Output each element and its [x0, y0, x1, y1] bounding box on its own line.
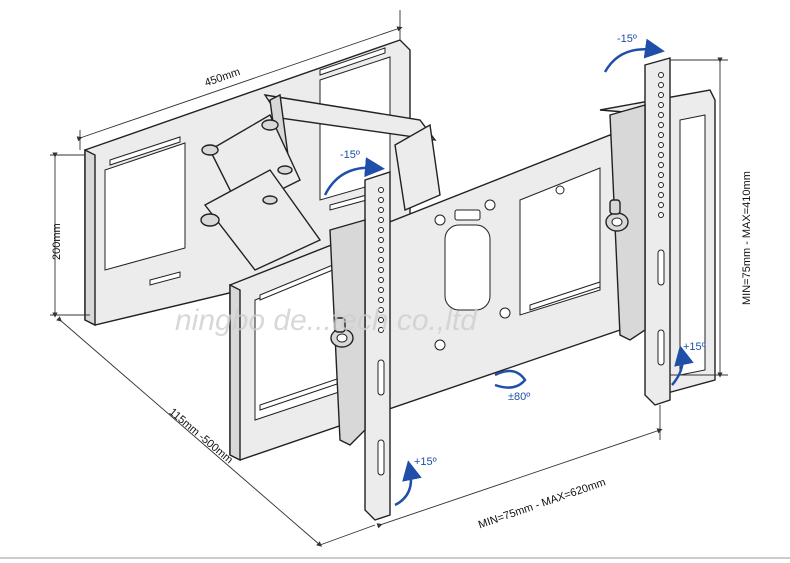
angle-tilt-top-right: -15º: [617, 33, 637, 45]
right-vertical-bracket: [605, 57, 671, 406]
label-height-wall: 200mm: [51, 223, 63, 260]
tilt-arrows: [323, 38, 694, 507]
right-bracket-holes: [657, 72, 665, 366]
angle-tilt-bottom-right: +15º: [683, 341, 706, 353]
angle-rotation: ±80º: [508, 391, 530, 403]
watermark: ningbo de...tech co.,ltd: [175, 304, 478, 337]
label-vertical-vesa: MIN=75mm - MAX=410mm: [741, 171, 753, 305]
label-width-wall: 450mm: [203, 66, 242, 89]
rotation-arrow-icon: [494, 369, 527, 389]
angle-tilt-bottom-left: +15º: [414, 456, 437, 468]
label-horizontal-vesa: MIN=75mm - MAX=620mm: [477, 476, 607, 531]
label-depth: 115mm -500mm: [167, 406, 235, 466]
left-tilt-knob: [330, 317, 354, 348]
dimension-lines: [50, 10, 728, 547]
tilt-arrow-top-right-icon: [603, 38, 665, 73]
tilt-arrow-bottom-right-icon: [671, 345, 694, 386]
right-tilt-knob: [605, 199, 629, 232]
tilt-arrow-top-left-icon: [323, 157, 385, 196]
angle-tilt-top-left: -15º: [340, 149, 360, 161]
tilt-arrow-bottom-left-icon: [394, 460, 422, 507]
